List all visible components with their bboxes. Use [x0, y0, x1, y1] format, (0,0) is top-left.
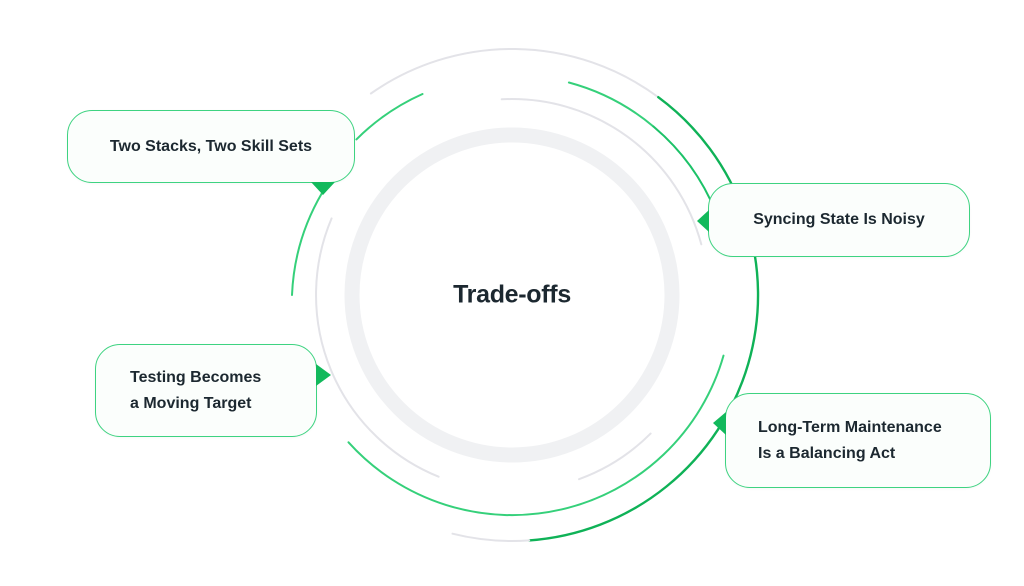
thin-arc-left — [315, 217, 440, 478]
outer-arc-gray-bottom — [451, 532, 531, 542]
node-label-line1: Testing Becomes — [130, 368, 262, 386]
node-card-two-stacks: Two Stacks, Two Skill Sets — [67, 110, 355, 195]
node-label-line2: a Moving Target — [130, 394, 252, 412]
inner-ring — [344, 127, 680, 463]
connector-arrow-down-icon — [311, 182, 335, 195]
node-label: Two Stacks, Two Skill Sets — [109, 137, 313, 155]
node-card-syncing: Syncing State Is Noisy — [697, 183, 970, 257]
green-arc-upper-right-light — [567, 81, 655, 128]
green-arc-left — [291, 192, 323, 296]
node-card-testing: Testing Becomes a Moving Target — [95, 344, 331, 437]
thin-arc-bottom-right — [578, 432, 652, 481]
green-arc-upper-left — [355, 93, 424, 141]
green-arc-bottom — [347, 354, 725, 517]
connector-arrow-right-icon — [316, 364, 331, 386]
node-label-line1: Long-Term Maintenance — [758, 418, 942, 436]
outer-arc-gray-top — [369, 48, 660, 99]
connector-arrow-left-icon — [713, 412, 726, 435]
node-label-line2: Is a Balancing Act — [758, 444, 896, 462]
connector-arrow-left-icon — [697, 210, 709, 232]
node-label: Syncing State Is Noisy — [753, 211, 925, 228]
page-title: Trade-offs — [453, 280, 571, 309]
thin-arc-upper-right — [500, 98, 703, 246]
outer-arc-green — [528, 96, 760, 542]
node-card-maintenance: Long-Term Maintenance Is a Balancing Act — [713, 393, 991, 488]
